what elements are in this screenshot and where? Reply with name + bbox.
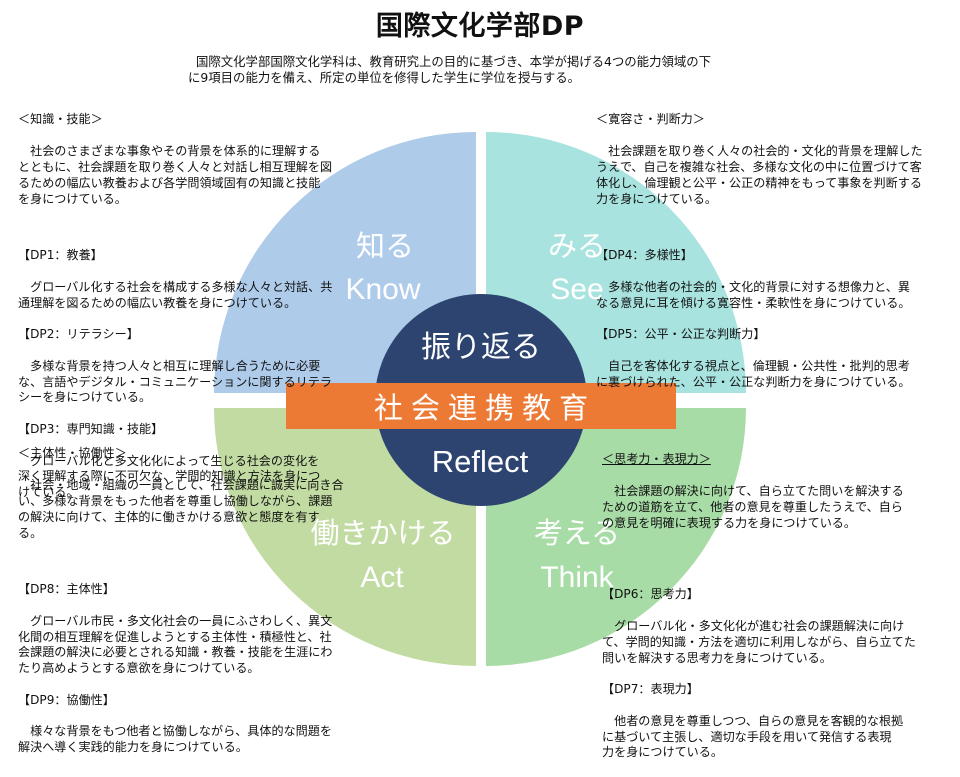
dp7-text: 他者の意見を尊重しつつ、自らの意見を客観的な根拠 に基づいて主張し、適切な手段を… — [602, 713, 904, 760]
tolerance-body: 社会課題を取り巻く人々の社会的・文化的背景を理解した うえで、自己を複雑な社会、… — [596, 144, 923, 206]
dp3-text: グローバル化と多文化化によって生じる社会の変化を 深く理解する際に不可欠な、学問… — [18, 453, 321, 500]
thinking-expression-block: ＜思考力・表現力＞ 社会課題の解決に向けて、自ら立てた問いを解決する ための道筋… — [602, 436, 954, 777]
dp1-text: グローバル化する社会を構成する多様な人々と対話、共 通理解を図るための幅広い教養… — [18, 279, 333, 310]
dp1-title: 【DP1：教養】 — [18, 248, 103, 263]
dp3-title: 【DP3：専門知識・技能】 — [18, 421, 164, 436]
tolerance-heading: ＜寛容さ・判断力＞ — [596, 111, 705, 126]
act-en-label: Act — [360, 561, 404, 594]
dp9-text: 様々な背景をもつ他者と協働しながら、具体的な問題を 解決へ導く実践的能力を身につ… — [18, 724, 332, 755]
know-jp-label: 知る — [356, 230, 414, 263]
dp9-title: 【DP9：協働性】 — [18, 692, 115, 707]
reflect-jp-label: 振り返る — [421, 331, 541, 364]
dp4-title: 【DP4：多様性】 — [596, 248, 693, 263]
dp6-title: 【DP6：思考力】 — [602, 587, 699, 602]
dp7-title: 【DP7：表現力】 — [602, 682, 699, 697]
thinking-heading: ＜思考力・表現力＞ — [602, 451, 711, 466]
dp4-text: 多様な他者の社会的・文化的背景に対する想像力と、異 なる意見に耳を傾ける寛容性・… — [596, 279, 911, 310]
four-quadrant-diagram: 知る Know みる See 働きかける Act 考える Think 振り返る … — [214, 132, 746, 666]
intro-text: 国際文化学部国際文化学科は、教育研究上の目的に基づき、本学が掲げる4つの能力領域… — [160, 54, 800, 86]
band-label: 社 会 連 携 教 育 — [374, 392, 588, 425]
see-jp-label: みる — [548, 231, 606, 263]
dp2-text: 多様な背景を持つ人々と相互に理解し合うために必要 な、言語やデジタル・コミュニケ… — [18, 358, 332, 405]
think-en-label: Think — [540, 561, 614, 594]
see-en-label: See — [550, 273, 603, 306]
initiative-body: 社会・地域・組織の一員として、社会課題に誠実に向き合 い、多様な背景をもった他者… — [18, 478, 344, 540]
intro-line-2: に9項目の能力を備え、所定の単位を修得した学生に学位を授与する。 — [188, 70, 580, 85]
initiative-heading: ＜主体性・協働性＞ — [18, 445, 127, 460]
initiative-collaboration-block: ＜主体性・協働性＞ 社会・地域・組織の一員として、社会課題に誠実に向き合 い、多… — [18, 430, 380, 772]
page-title: 国際文化学部DP — [375, 11, 585, 42]
know-en-label: Know — [345, 273, 420, 306]
dp6-text: グローバル化・多文化化が進む社会の課題解決に向け て、学問的知識・方法を適切に利… — [602, 618, 916, 665]
knowledge-body: 社会のさまざまな事象やその背景を体系的に理解する とともに、社会課題を取り巻く人… — [18, 144, 333, 206]
dp8-title: 【DP8：主体性】 — [18, 582, 115, 597]
knowledge-skills-block: ＜知識・技能＞ 社会のさまざまな事象やその背景を体系的に理解する とともに、社会… — [18, 96, 380, 517]
dp2-title: 【DP2：リテラシー】 — [18, 327, 139, 342]
think-jp-label: 考える — [534, 517, 620, 550]
tolerance-judgment-block: ＜寛容さ・判断力＞ 社会課題を取り巻く人々の社会的・文化的背景を理解した うえで… — [596, 96, 956, 406]
dp8-text: グローバル市民・多文化社会の一員にふさわしく、異文 化間の相互理解を促進しようと… — [18, 613, 333, 676]
reflect-en-label: Reflect — [432, 444, 529, 479]
knowledge-heading: ＜知識・技能＞ — [18, 111, 103, 126]
thinking-body: 社会課題の解決に向けて、自ら立てた問いを解決する ための道筋を立て、他者の意見を… — [602, 484, 904, 530]
social-education-band — [286, 383, 676, 429]
dp5-title: 【DP5：公平・公正な判断力】 — [596, 327, 766, 342]
act-jp-label: 働きかける — [310, 517, 455, 550]
dp5-text: 自己を客体化する視点と、倫理観・公共性・批判的思考 に裏づけられた、公平・公正な… — [596, 358, 911, 389]
intro-line-1: 国際文化学部国際文化学科は、教育研究上の目的に基づき、本学が掲げる4つの能力領域… — [196, 54, 712, 69]
